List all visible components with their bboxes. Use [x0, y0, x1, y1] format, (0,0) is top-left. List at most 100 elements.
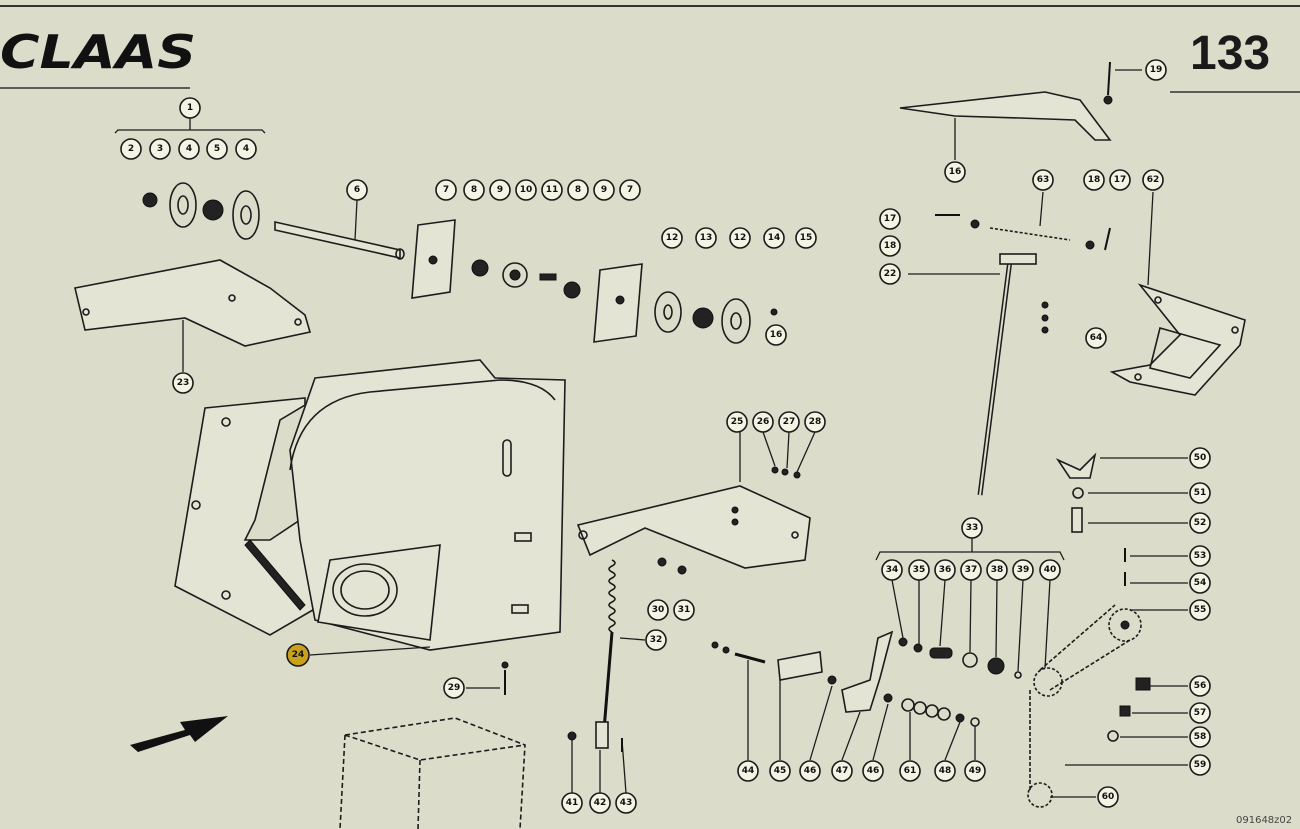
svg-text:38: 38 [991, 565, 1004, 575]
callout-4b: 4 [235, 138, 257, 160]
direction-arrow-icon [130, 716, 228, 752]
callout-49: 49 [964, 760, 986, 782]
callout-45: 45 [769, 760, 791, 782]
callout-17b: 17 [879, 208, 901, 230]
spring-63 [935, 191, 1111, 251]
lower-box [339, 717, 526, 829]
svg-text:60: 60 [1102, 792, 1115, 802]
plate-7-right [593, 263, 643, 343]
svg-text:61: 61 [904, 766, 917, 776]
svg-text:49: 49 [969, 766, 982, 776]
callout-46a: 46 [799, 760, 821, 782]
callout-14: 14 [763, 227, 785, 249]
washer-set-12-13 [654, 291, 778, 344]
callout-9a: 9 [489, 179, 511, 201]
svg-text:23: 23 [177, 378, 190, 388]
svg-text:47: 47 [836, 766, 849, 776]
callout-3: 3 [149, 138, 171, 160]
callout-4a: 4 [178, 138, 200, 160]
bracket-25 [576, 431, 816, 569]
callout-23: 23 [172, 372, 194, 394]
svg-text:63: 63 [1037, 175, 1050, 185]
svg-text:1: 1 [187, 103, 193, 113]
brand-logo-text: CLAAS [0, 25, 196, 79]
callout-34: 34 [881, 559, 903, 581]
callout-44: 44 [737, 760, 759, 782]
mounting-plate-23 [74, 259, 312, 372]
svg-text:30: 30 [652, 605, 665, 615]
callout-56: 56 [1189, 675, 1211, 697]
svg-text:3: 3 [157, 144, 163, 154]
svg-text:7: 7 [443, 185, 449, 195]
svg-text:9: 9 [601, 185, 607, 195]
callout-46b: 46 [862, 760, 884, 782]
svg-text:35: 35 [913, 565, 926, 575]
callout-42: 42 [589, 792, 611, 814]
svg-text:15: 15 [800, 233, 813, 243]
callout-47: 47 [831, 760, 853, 782]
callout-29: 29 [443, 677, 465, 699]
callout-51: 51 [1189, 482, 1211, 504]
callout-12a: 12 [661, 227, 683, 249]
svg-text:46: 46 [804, 766, 817, 776]
callout-33: 33 [961, 517, 983, 539]
svg-text:44: 44 [742, 766, 755, 776]
svg-text:36: 36 [939, 565, 952, 575]
callout-12b: 12 [729, 227, 751, 249]
rod-22 [908, 253, 1049, 496]
callout-59: 59 [1189, 754, 1211, 776]
svg-text:64: 64 [1090, 333, 1103, 343]
callout-55: 55 [1189, 599, 1211, 621]
callout-32: 32 [645, 629, 667, 651]
bolt-29 [466, 661, 509, 695]
callout-63: 63 [1032, 169, 1054, 191]
callout-24: 24 [286, 643, 310, 667]
svg-text:13: 13 [700, 233, 713, 243]
svg-text:12: 12 [734, 233, 747, 243]
svg-text:14: 14 [768, 233, 781, 243]
callout-16a: 16 [765, 324, 787, 346]
callout-39: 39 [1012, 559, 1034, 581]
image-code: 091648z02 [1236, 815, 1293, 826]
svg-text:22: 22 [884, 269, 897, 279]
svg-text:4: 4 [243, 144, 249, 154]
callout-6: 6 [346, 179, 368, 201]
cover-16 [899, 61, 1142, 160]
chain-59 [1027, 604, 1188, 808]
svg-text:16: 16 [770, 330, 783, 340]
svg-text:16: 16 [949, 167, 962, 177]
svg-text:53: 53 [1194, 551, 1207, 561]
svg-text:9: 9 [497, 185, 503, 195]
callout-13: 13 [695, 227, 717, 249]
callout-43: 43 [615, 792, 637, 814]
svg-text:46: 46 [867, 766, 880, 776]
svg-text:26: 26 [757, 417, 770, 427]
svg-text:37: 37 [965, 565, 978, 575]
callout-41: 41 [561, 792, 583, 814]
callout-62: 62 [1142, 169, 1164, 191]
part-group-33 [875, 538, 1065, 679]
callout-30: 30 [647, 599, 669, 621]
callout-5: 5 [206, 138, 228, 160]
svg-text:11: 11 [546, 185, 559, 195]
callout-7b: 7 [619, 179, 641, 201]
svg-text:34: 34 [886, 565, 899, 575]
svg-text:45: 45 [774, 766, 787, 776]
svg-text:62: 62 [1147, 175, 1160, 185]
svg-text:52: 52 [1194, 518, 1207, 528]
svg-text:24: 24 [292, 650, 305, 660]
callout-31: 31 [673, 599, 695, 621]
svg-text:33: 33 [966, 523, 979, 533]
svg-text:27: 27 [783, 417, 796, 427]
svg-text:42: 42 [594, 798, 607, 808]
svg-text:7: 7 [627, 185, 633, 195]
callout-53: 53 [1189, 545, 1211, 567]
part-group-1 [114, 117, 266, 240]
callout-17a: 17 [1109, 169, 1131, 191]
svg-text:55: 55 [1194, 605, 1207, 615]
svg-text:18: 18 [884, 241, 897, 251]
svg-text:31: 31 [678, 605, 691, 615]
callout-8b: 8 [567, 179, 589, 201]
hub-parts [471, 259, 581, 299]
